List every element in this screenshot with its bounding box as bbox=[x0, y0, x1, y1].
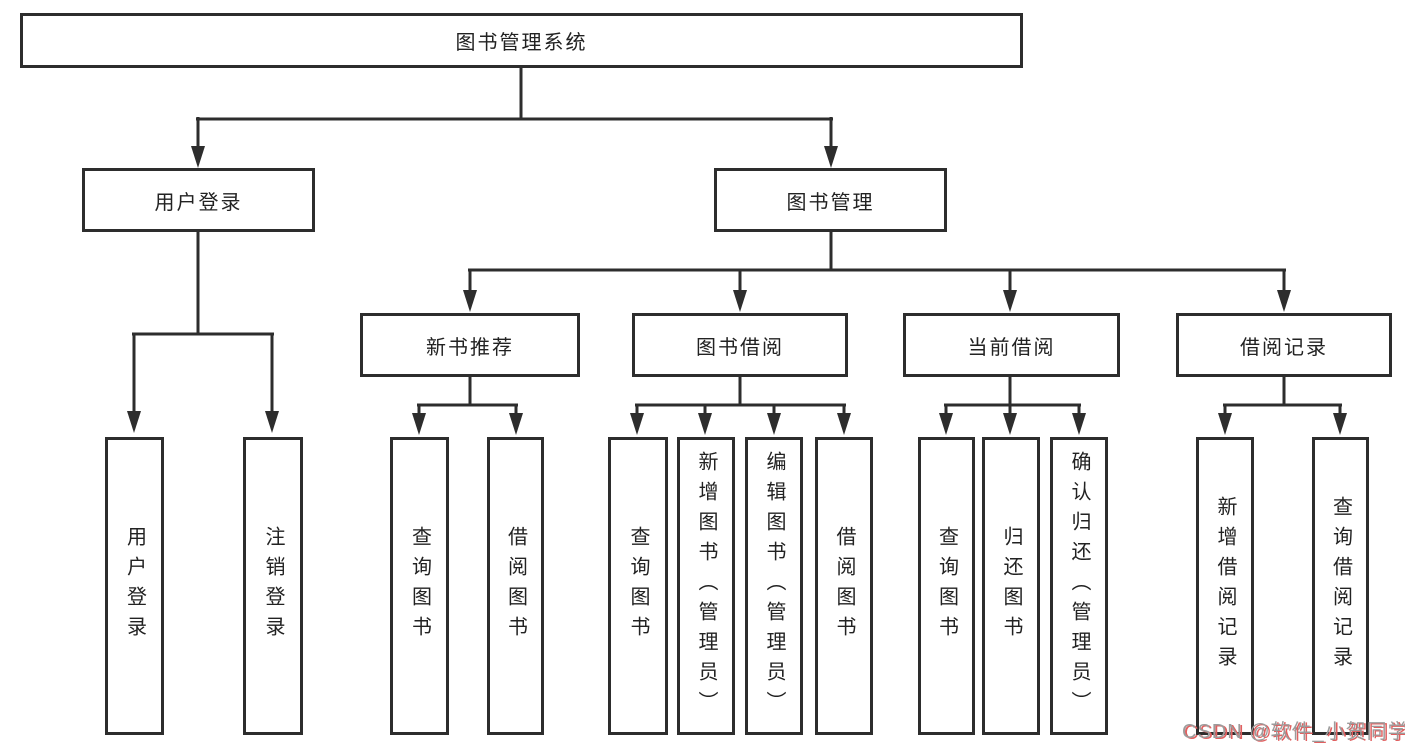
leaf-query-books-recommend-label: 查询图书 bbox=[408, 526, 431, 646]
node-new-book-recommend: 新书推荐 bbox=[360, 313, 580, 377]
node-book-management-label: 图书管理 bbox=[786, 191, 875, 214]
leaf-confirm-return-admin: 确认归还（管理员） bbox=[1050, 437, 1108, 735]
leaf-add-book-admin: 新增图书（管理员） bbox=[677, 437, 735, 735]
leaf-borrow-books-label: 借阅图书 bbox=[833, 526, 855, 646]
leaf-query-books-recommend: 查询图书 bbox=[390, 437, 449, 735]
leaf-confirm-return-admin-label: 确认归还（管理员） bbox=[1068, 451, 1090, 721]
node-root: 图书管理系统 bbox=[20, 13, 1023, 68]
node-current-borrowing: 当前借阅 bbox=[903, 313, 1120, 377]
leaf-user-login: 用户登录 bbox=[105, 437, 164, 735]
leaf-user-login-label: 用户登录 bbox=[123, 526, 146, 646]
leaf-query-books-current-label: 查询图书 bbox=[935, 526, 958, 646]
leaf-borrow-books: 借阅图书 bbox=[815, 437, 873, 735]
leaf-logout-label: 注销登录 bbox=[262, 526, 284, 646]
leaf-edit-book-admin-label: 编辑图书（管理员） bbox=[763, 451, 785, 721]
leaf-query-borrow-record: 查询借阅记录 bbox=[1312, 437, 1369, 735]
leaf-edit-book-admin: 编辑图书（管理员） bbox=[745, 437, 803, 735]
node-book-management: 图书管理 bbox=[714, 168, 947, 232]
leaf-query-books-borrowing-label: 查询图书 bbox=[627, 526, 649, 646]
leaf-add-book-admin-label: 新增图书（管理员） bbox=[695, 451, 717, 721]
watermark: CSDN @软件_小贺同学 bbox=[1182, 721, 1405, 743]
leaf-add-borrow-record-label: 新增借阅记录 bbox=[1214, 496, 1236, 676]
node-user-login: 用户登录 bbox=[82, 168, 315, 232]
node-new-book-recommend-label: 新书推荐 bbox=[426, 336, 514, 359]
node-borrowing-records-label: 借阅记录 bbox=[1240, 336, 1328, 359]
leaf-add-borrow-record: 新增借阅记录 bbox=[1196, 437, 1254, 735]
node-root-label: 图书管理系统 bbox=[455, 32, 588, 54]
leaf-logout: 注销登录 bbox=[243, 437, 303, 735]
node-book-borrowing: 图书借阅 bbox=[632, 313, 848, 377]
leaf-query-borrow-record-label: 查询借阅记录 bbox=[1329, 496, 1352, 676]
node-user-login-label: 用户登录 bbox=[154, 191, 243, 214]
leaf-query-books-borrowing: 查询图书 bbox=[608, 437, 668, 735]
leaf-return-book-label: 归还图书 bbox=[1000, 526, 1022, 646]
node-book-borrowing-label: 图书借阅 bbox=[696, 336, 784, 359]
leaf-borrow-books-recommend-label: 借阅图书 bbox=[504, 526, 527, 646]
leaf-query-books-current: 查询图书 bbox=[918, 437, 975, 735]
leaf-return-book: 归还图书 bbox=[982, 437, 1040, 735]
node-borrowing-records: 借阅记录 bbox=[1176, 313, 1392, 377]
leaf-borrow-books-recommend: 借阅图书 bbox=[487, 437, 544, 735]
node-current-borrowing-label: 当前借阅 bbox=[967, 336, 1056, 359]
